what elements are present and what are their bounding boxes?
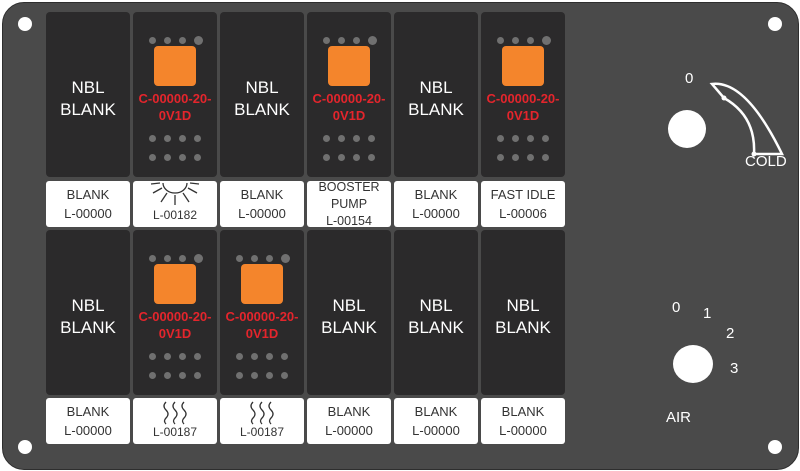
led-indicator — [241, 264, 283, 304]
light-icon — [133, 181, 217, 207]
air-position-1: 1 — [703, 305, 712, 322]
indicator-dots-middle — [497, 135, 549, 143]
air-dial-knob[interactable] — [673, 345, 713, 383]
led-indicator — [154, 264, 196, 304]
temp-range-arc-icon — [709, 82, 784, 157]
switch-slot-6[interactable]: C-00000-20-0V1D — [481, 12, 565, 177]
indicator-dots-middle — [149, 353, 201, 361]
indicator-dots-top — [497, 36, 551, 45]
temp-dial-max-label: COLD — [745, 153, 787, 170]
switch-part-code: C-00000-20-0V1D — [225, 309, 299, 341]
led-indicator — [154, 46, 196, 86]
mount-hole-bottom-right — [768, 440, 782, 454]
switch-part-code: C-00000-20-0V1D — [312, 91, 386, 123]
mount-hole-top-left — [18, 17, 32, 31]
indicator-dots-top — [323, 36, 377, 45]
switch-label-2: L-00182 — [133, 181, 217, 227]
led-indicator — [502, 46, 544, 86]
switch-part-code: C-00000-20-0V1D — [486, 91, 560, 123]
indicator-dots-bottom — [149, 154, 201, 162]
air-dial-label: AIR — [666, 409, 692, 426]
switch-slot-8[interactable]: C-00000-20-0V1D — [133, 230, 217, 395]
indicator-dots-middle — [236, 353, 288, 361]
indicator-dots-top — [236, 254, 290, 263]
mount-hole-bottom-left — [18, 440, 32, 454]
switch-slot-9[interactable]: C-00000-20-0V1D — [220, 230, 304, 395]
switch-slot-2[interactable]: C-00000-20-0V1D — [133, 12, 217, 177]
indicator-dots-top — [149, 254, 203, 263]
indicator-dots-bottom — [149, 372, 201, 380]
air-position-3: 3 — [730, 360, 739, 377]
heat-icon — [133, 398, 217, 425]
indicator-dots-top — [149, 36, 203, 45]
indicator-dots-middle — [323, 135, 375, 143]
mount-hole-top-right — [768, 17, 782, 31]
indicator-dots-bottom — [236, 372, 288, 380]
air-position-0: 0 — [672, 299, 681, 316]
switch-label-8: L-00187 — [133, 398, 217, 444]
switch-label-9: L-00187 — [220, 398, 304, 444]
switch-part-code: C-00000-20-0V1D — [138, 91, 212, 123]
temp-dial-min-label: 0 — [685, 70, 694, 87]
heat-icon — [220, 398, 304, 425]
led-indicator — [328, 46, 370, 86]
switch-slot-4[interactable]: C-00000-20-0V1D — [307, 12, 391, 177]
indicator-dots-bottom — [323, 154, 375, 162]
temp-dial-knob[interactable] — [668, 110, 706, 148]
indicator-dots-middle — [149, 135, 201, 143]
indicator-dots-bottom — [497, 154, 549, 162]
switch-part-code: C-00000-20-0V1D — [138, 309, 212, 341]
air-position-2: 2 — [726, 325, 735, 342]
